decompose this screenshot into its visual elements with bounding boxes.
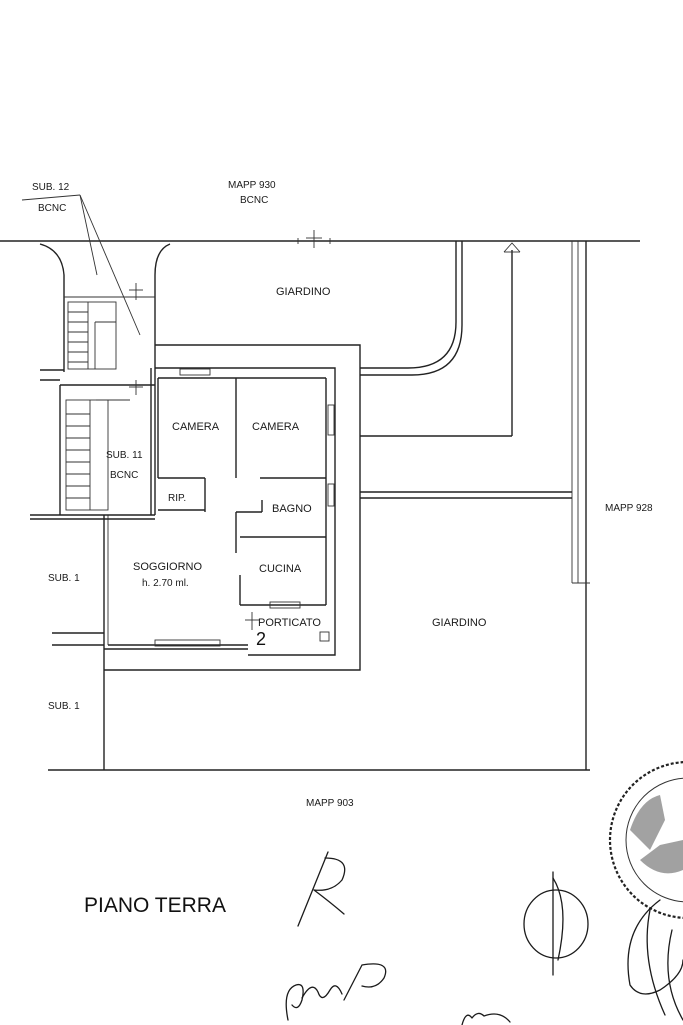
- floor-title: PIANO TERRA: [84, 894, 226, 917]
- label-soggiorno: SOGGIORNO: [133, 561, 203, 573]
- label-sub12: SUB. 12: [32, 182, 70, 193]
- label-sub1-upper: SUB. 1: [48, 573, 80, 584]
- label-mapp928: MAPP 928: [605, 503, 653, 514]
- boundary-lines: [0, 240, 640, 771]
- label-sub11-bcnc: BCNC: [110, 470, 138, 481]
- label-giardino-right: GIARDINO: [432, 617, 487, 629]
- label-bagno: BAGNO: [272, 503, 312, 515]
- label-porticato-number: 2: [256, 629, 266, 649]
- garden-paths: [360, 241, 572, 499]
- handwritten-signature: [285, 851, 511, 1025]
- label-mapp930-bcnc: BCNC: [240, 195, 268, 206]
- interior-walls: [154, 368, 335, 647]
- label-mapp903: MAPP 903: [306, 798, 354, 809]
- label-sub12-bcnc: BCNC: [38, 203, 66, 214]
- label-camera-right: CAMERA: [252, 421, 300, 433]
- utility-symbols: [129, 230, 331, 642]
- stair-lower: [59, 384, 155, 515]
- label-porticato: PORTICATO: [258, 617, 321, 629]
- label-camera-left: CAMERA: [172, 421, 220, 433]
- house-walls: [30, 344, 361, 671]
- north-arrow-icon: [523, 871, 589, 976]
- label-sub1-lower: SUB. 1: [48, 701, 80, 712]
- label-rip: RIP.: [168, 493, 186, 504]
- label-soggiorno-height: h. 2.70 ml.: [142, 578, 189, 589]
- label-sub11: SUB. 11: [106, 450, 143, 461]
- stair-upper: [67, 301, 117, 370]
- stamp-seal: [608, 761, 683, 1021]
- label-cucina: CUCINA: [259, 563, 302, 575]
- label-mapp930: MAPP 930: [228, 180, 276, 191]
- label-giardino-top: GIARDINO: [276, 286, 331, 298]
- sub12-corridor: [21, 194, 171, 372]
